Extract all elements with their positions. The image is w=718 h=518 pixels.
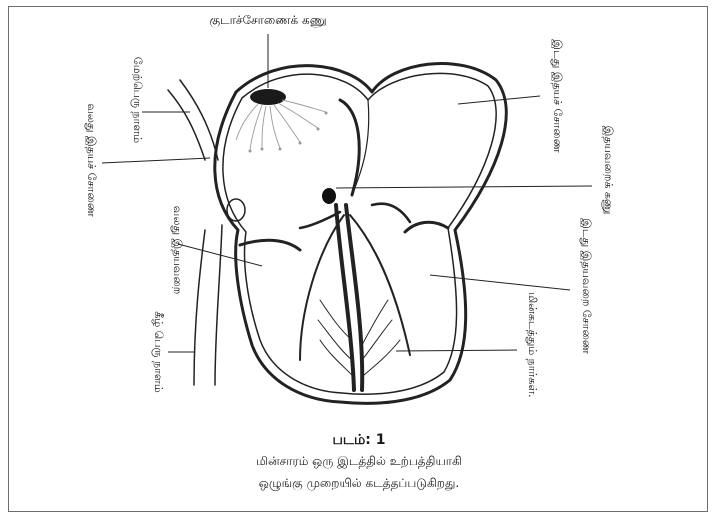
caption-line-1: மின்சாரம் ஒரு இடத்தில் உற்பத்தியாகி bbox=[0, 454, 718, 470]
left-av-valve bbox=[405, 222, 448, 232]
leader-left-atrium bbox=[458, 96, 540, 104]
label-left-ventricle: இடது இதயவறை சோணை bbox=[580, 218, 593, 354]
atrial-septum bbox=[340, 100, 359, 195]
label-purkinje-fibres: மின்கடத்தும் நார்கள். bbox=[526, 292, 539, 397]
leader-right-atrium bbox=[102, 158, 210, 163]
label-av-node: இதயவறைக் கணு bbox=[602, 126, 615, 215]
label-superior-vena-cava: மேற்பெரு நாளம் bbox=[131, 57, 144, 143]
right-av-valve bbox=[240, 240, 300, 250]
sa-node bbox=[250, 89, 286, 105]
leader-purkinje bbox=[396, 350, 517, 351]
impulse-spread-arrows bbox=[236, 100, 326, 150]
label-right-ventricle: வலது இதயவறை bbox=[171, 206, 184, 294]
leader-av-node bbox=[336, 186, 592, 188]
label-inferior-vena-cava: கீழ் பெரு நாளம் bbox=[152, 311, 165, 393]
av-node bbox=[322, 188, 336, 204]
superior-vena-cava bbox=[168, 90, 205, 160]
label-left-atrium: இடது இதயச் சோணை bbox=[551, 39, 564, 152]
label-right-atrium: வலது இதயச் சோணை bbox=[85, 103, 98, 217]
left-valve-leaflet bbox=[372, 204, 410, 222]
label-sa-node: குடாச்சோணைக் கணு bbox=[209, 13, 326, 28]
right-valve-leaflet bbox=[300, 212, 340, 228]
caption-line-2: ஒழுங்கு முறையில் கடத்தப்படுகிறது. bbox=[0, 476, 718, 492]
inferior-vena-cava bbox=[194, 230, 205, 385]
caption-title: படம்: 1 bbox=[0, 432, 718, 450]
leader-left-ventricle bbox=[430, 275, 570, 290]
